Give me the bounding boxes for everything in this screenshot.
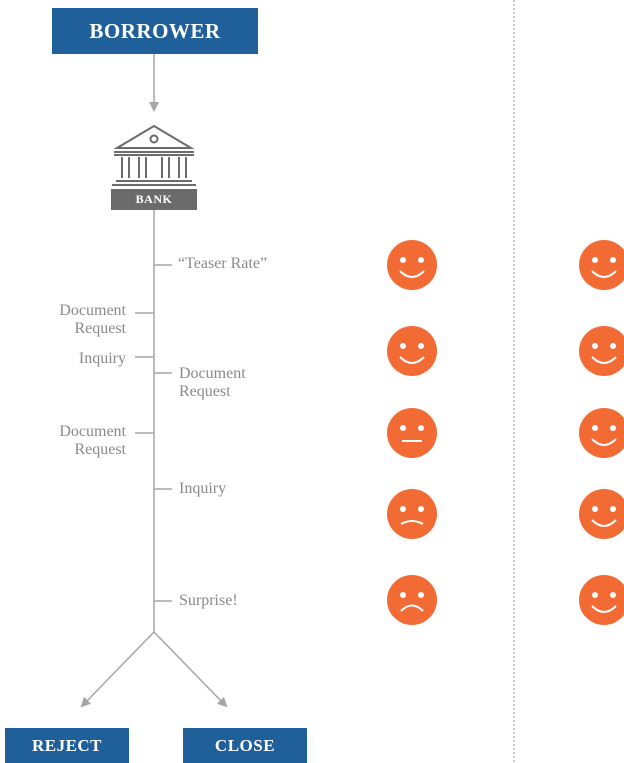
label-document-request-left-1: Document Request [59,302,126,337]
label-document-request-right: Document Request [179,365,246,400]
reject-arrow [80,631,155,708]
face-smile-2 [387,326,437,376]
face-slight-frown [387,489,437,539]
borrower-box: BORROWER [52,8,258,54]
reject-box: REJECT [5,728,129,763]
face-smile-right-4 [579,489,624,539]
close-box: CLOSE [183,728,307,763]
close-arrow [153,631,228,708]
label-inquiry-right: Inquiry [179,480,227,497]
face-smile-1 [387,240,437,290]
face-neutral [387,408,437,458]
bank-label: BANK [111,189,197,210]
label-teaser-rate: “Teaser Rate” [178,255,268,272]
face-smile-right-2 [579,326,624,376]
face-smile-right-5 [579,575,624,625]
face-frown [387,575,437,625]
bank-building-icon [112,124,196,186]
label-surprise: Surprise! [179,592,238,609]
label-inquiry-left: Inquiry [78,350,126,367]
face-smile-right-1 [579,240,624,290]
face-smile-right-3 [579,408,624,458]
label-document-request-left-2: Document Request [59,423,126,458]
